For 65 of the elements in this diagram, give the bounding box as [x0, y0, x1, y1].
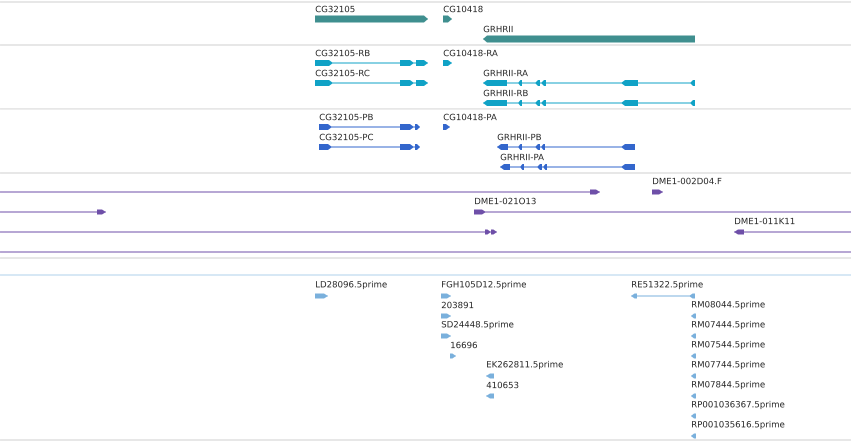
node-label: GRHRII-PB — [498, 134, 541, 140]
track-line — [0, 229, 498, 234]
feature-glyph: GRHRII-RB — [482, 90, 696, 106]
feature-glyph: RM07844.5prime — [690, 380, 765, 398]
node-label: RP001035616.5prime — [692, 420, 784, 430]
feature-glyph: LD28096.5prime — [314, 280, 387, 298]
node-label: DME1-011K11 — [735, 218, 794, 224]
feature-glyph: 16696 — [450, 342, 477, 358]
feature-glyph: RM07744.5prime — [690, 360, 765, 378]
node-label: RM08044.5prime — [692, 300, 765, 310]
node-label: RM07544.5prime — [692, 340, 765, 350]
feature-glyph: DME1-021O13 — [474, 198, 851, 214]
node-label: RM07844.5prime — [692, 380, 765, 390]
feature-glyph: 203891 — [440, 302, 474, 318]
node-label: GRHRII-PA — [500, 154, 544, 160]
feature-glyph: GRHRII-PB — [496, 134, 636, 150]
feature-glyph: CG10418-RA — [442, 50, 498, 66]
feature-glyph: RP001035616.5prime — [690, 420, 784, 438]
feature-glyph: FGH105D12.5prime — [440, 280, 526, 298]
feature-glyph: CG32105-RC — [314, 70, 428, 86]
feature-glyph: CG32105 — [314, 6, 428, 22]
node-label: FGH105D12.5prime — [442, 280, 526, 290]
node-label: RP001036367.5prime — [692, 400, 784, 410]
node-label: GRHRII — [484, 26, 513, 32]
node-label: CG10418-RA — [444, 50, 498, 56]
feature-glyph: DME1-002D04.F — [652, 178, 722, 194]
feature-glyph: RM08044.5prime — [690, 300, 765, 318]
node-label: CG10418 — [444, 6, 483, 12]
track-line — [0, 189, 600, 194]
feature-glyph: CG32105-PC — [318, 134, 420, 150]
feature-glyph: CG32105-PB — [318, 114, 420, 130]
feature-glyph: CG10418-PA — [442, 114, 497, 130]
node-label: EK262811.5prime — [487, 360, 563, 370]
feature-glyph: RM07544.5prime — [690, 340, 765, 358]
node-label: 410653 — [486, 382, 518, 388]
node-label: GRHRII-RA — [484, 70, 528, 76]
node-label: DME1-002D04.F — [653, 178, 722, 184]
node-label: CG10418-PA — [444, 114, 497, 120]
track-line — [0, 209, 106, 214]
node-label: CG32105-PC — [320, 134, 374, 140]
node-label: CG32105-PB — [320, 114, 373, 120]
feature-glyph: CG10418 — [442, 6, 483, 22]
feature-glyph: 410653 — [486, 382, 518, 398]
feature-glyph: GRHRII-RA — [482, 70, 696, 86]
node-label: GRHRII-RB — [484, 90, 528, 96]
feature-glyph: RE51322.5prime — [630, 280, 703, 298]
node-label: RM07444.5prime — [692, 320, 765, 330]
feature-glyph: GRHRII — [482, 26, 696, 42]
node-label: 203891 — [442, 302, 474, 308]
node-label: CG32105-RB — [316, 50, 370, 56]
feature-glyph: RM07444.5prime — [690, 320, 765, 338]
feature-glyph: CG32105-RB — [314, 50, 428, 66]
node-label: SD24448.5prime — [442, 320, 514, 330]
node-label: 16696 — [451, 342, 478, 348]
feature-glyph: SD24448.5prime — [440, 320, 514, 338]
node-label: CG32105 — [316, 6, 354, 12]
node-label: RM07744.5prime — [692, 360, 765, 370]
feature-glyph: RP001036367.5prime — [690, 400, 784, 418]
node-label: LD28096.5prime — [316, 280, 387, 290]
feature-glyph: EK262811.5prime — [486, 360, 563, 378]
node-label: CG32105-RC — [316, 70, 370, 76]
feature-glyph: DME1-011K11 — [734, 218, 851, 234]
node-label: RE51322.5prime — [632, 280, 703, 290]
feature-glyph: GRHRII-PA — [500, 154, 636, 170]
node-label: DME1-021O13 — [475, 198, 536, 204]
